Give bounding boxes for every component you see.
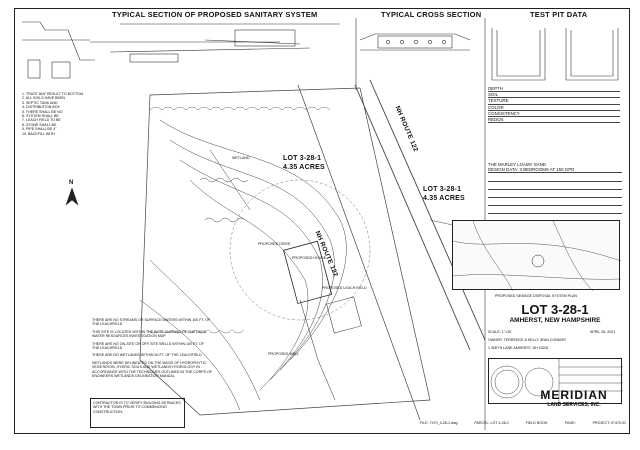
north-arrow-icon: N (69, 180, 74, 186)
wetland-label: WETLAND (232, 156, 250, 160)
locus-map (452, 220, 622, 292)
test-pit-title: TEST PIT DATA (530, 10, 588, 19)
town-title: AMHERST, NEW HAMPSHIRE (509, 317, 601, 324)
project: PROJECT: 07470.01 (592, 421, 626, 425)
page: PAGE: (565, 421, 576, 425)
footer-strip: FILE: 7470_3-28-1.dwg PARCEL: LOT 3-28-1… (420, 421, 626, 425)
design-data: THE MARLEY LOAMY SAND DESIGN DATA: 3 BED… (488, 162, 622, 215)
lot-label-secondary: LOT 3-28-1 (423, 186, 462, 193)
note-5: WETLANDS WERE DELINEATED ON THE BASIS OF… (92, 360, 213, 379)
owner-text: OWNER: TERRENCE & KELLY JEAN CONNOR (488, 338, 566, 342)
testpit-row: TEXTURE (488, 98, 620, 105)
note-4: THERE ARE NO WETLANDS WITHIN 50 FT. OF T… (92, 353, 202, 358)
revision-block (488, 358, 623, 405)
soil-type: THE MARLEY LOAMY SAND (488, 162, 546, 167)
testpit-row: COLOR (488, 105, 620, 111)
contractor-note-box: CONTRACTOR IS TO VERIFY BUILDING SETBACK… (90, 398, 185, 428)
house-label: PROPOSED HOUSE (292, 256, 327, 260)
drawing-sheet (14, 8, 630, 434)
parcel: PARCEL: LOT 3-28-1 (474, 421, 509, 425)
note-1: THERE ARE NO STREAMS OR SURFACE WATERS W… (92, 318, 211, 327)
testpit-row: DEPTH (488, 86, 620, 93)
file-name: FILE: 7470_3-28-1.dwg (420, 421, 458, 425)
lot-label-main: LOT 3-28-1 (283, 155, 322, 162)
general-notes-column: 1. TRUST ANY RESULT TO BOTTOM 2. ALL SOI… (22, 92, 83, 136)
contractor-note: CONTRACTOR IS TO VERIFY BUILDING SETBACK… (93, 401, 181, 414)
test-pit-table: DEPTH SOIL TEXTURE COLOR CONSISTENCY RED… (488, 86, 620, 124)
date-text: APRIL 26, 2021 (590, 330, 616, 334)
company-subtitle: LAND SERVICES, INC. (547, 402, 601, 408)
lot-acres-main: 4.35 ACRES (283, 164, 325, 171)
lot-title: LOT 3-28-1 (521, 302, 589, 317)
lot-acres-secondary: 4.35 ACRES (423, 195, 465, 202)
cross-section-title: TYPICAL CROSS SECTION (381, 10, 482, 19)
scale-text: SCALE: 1"=30' (488, 330, 512, 334)
address-text: 1 SMITH LANE AMHERST, NH 03031 (488, 346, 549, 350)
design-flow: DESIGN DATA: 3 BEDROOMS AT 150 GPD (488, 167, 622, 174)
drive-label: PROPOSED DRIVE (258, 242, 291, 246)
note-3: THERE ARE NO ON-SITE OR OFF-SITE WELLS W… (92, 341, 205, 351)
leach-label: PROPOSED LEACH FIELD (322, 286, 367, 290)
testpit-row: REDOX (488, 117, 620, 124)
company-block: MERIDIAN LAND SERVICES, INC. (525, 388, 623, 408)
note-2: THIS SITE IS LOCATED WITHIN THE BLUE SHA… (92, 329, 207, 339)
company-name: MERIDIAN (540, 388, 608, 402)
well-label: PROPOSED WELL (268, 352, 300, 356)
system-plan-subtitle: PROPOSED SEWAGE DISPOSAL SYSTEM PLAN (495, 294, 578, 298)
sanitary-section-title: TYPICAL SECTION OF PROPOSED SANITARY SYS… (112, 10, 318, 19)
testpit-row: SOIL (488, 92, 620, 99)
testpit-row: CONSISTENCY (488, 111, 620, 118)
field-book: FIELD BOOK: (525, 421, 549, 425)
title-block: LOT 3-28-1 AMHERST, NEW HAMPSHIRE (488, 302, 622, 324)
site-notes: THERE ARE NO STREAMS OR SURFACE WATERS W… (92, 318, 212, 378)
